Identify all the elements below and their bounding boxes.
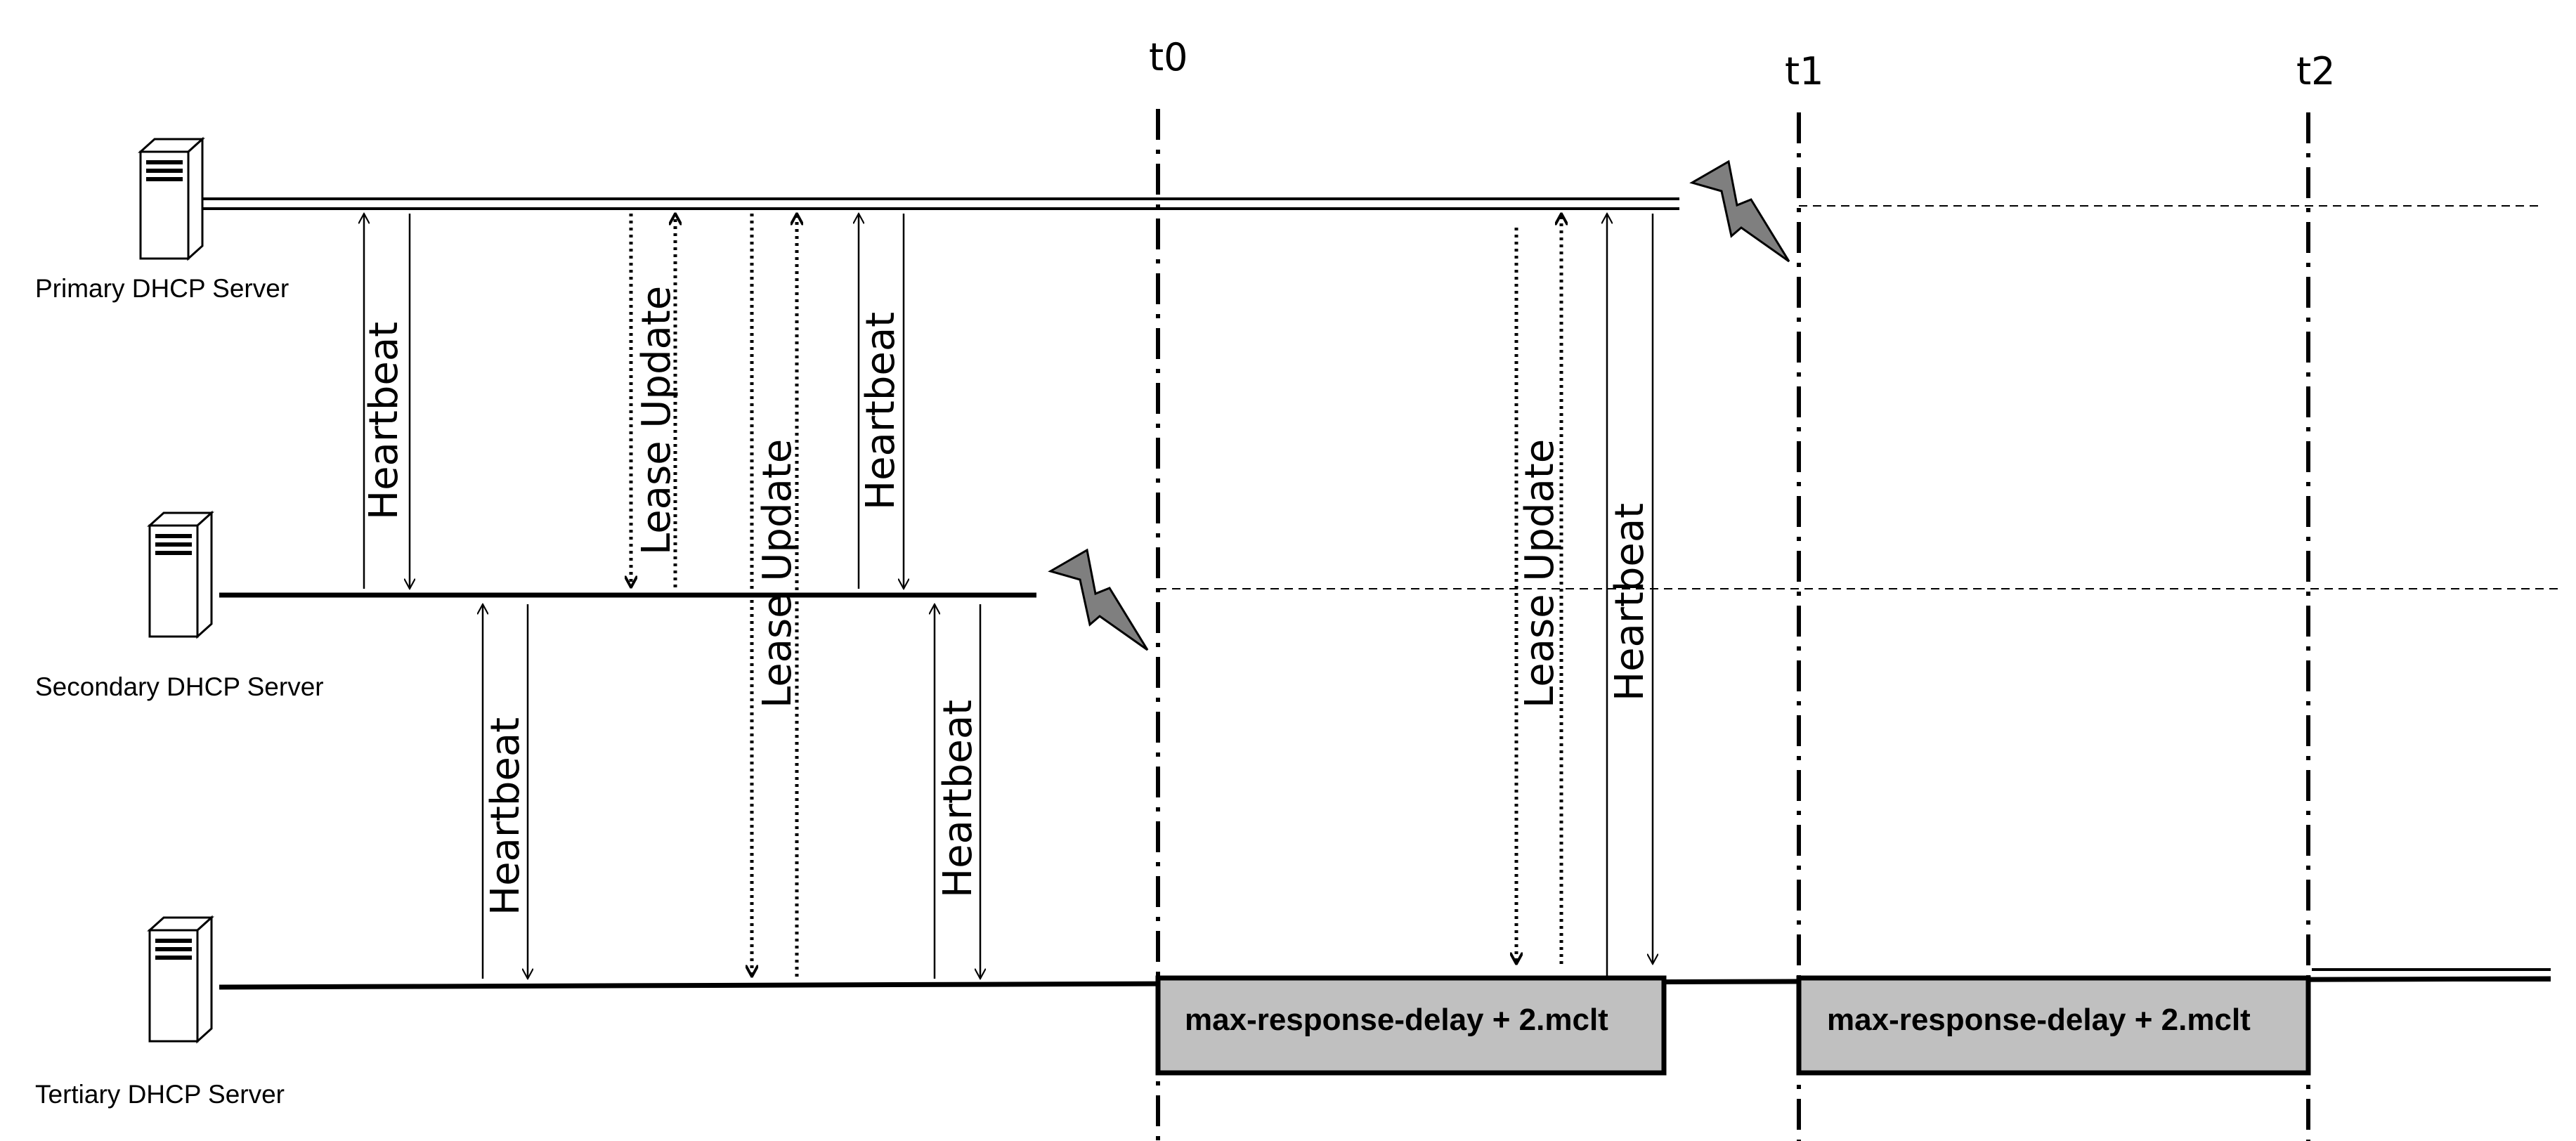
lease-update-primary-tertiary: Lease Update <box>752 214 800 977</box>
tertiary-server-label: Tertiary DHCP Server <box>35 1080 285 1109</box>
lightning-icon <box>1689 159 1790 263</box>
primary-lifeline <box>202 197 1679 210</box>
time-label-t2: t2 <box>2296 49 2336 93</box>
time-marker-t0: t0 <box>1149 35 1188 1141</box>
server-icon <box>147 510 214 639</box>
time-marker-t2: t2 <box>2296 49 2336 1141</box>
secondary-server: Secondary DHCP Server <box>35 510 324 701</box>
message-label: Heartbeat <box>858 312 904 510</box>
heartbeat-primary-secondary-1: Heartbeat <box>361 214 410 589</box>
message-label: Heartbeat <box>935 700 981 898</box>
server-icon <box>147 915 214 1044</box>
secondary-server-label: Secondary DHCP Server <box>35 672 324 701</box>
time-marker-t1: t1 <box>1785 49 1824 1141</box>
lease-update-primary-secondary: Lease Update <box>631 214 679 587</box>
primary-server: Primary DHCP Server <box>35 136 289 303</box>
timer-box-1: max-response-delay + 2.mclt <box>1155 975 1667 1076</box>
message-label: Heartbeat <box>361 322 407 520</box>
primary-server-label: Primary DHCP Server <box>35 274 289 303</box>
timer-box-2: max-response-delay + 2.mclt <box>1796 975 2311 1076</box>
heartbeat-secondary-tertiary-1: Heartbeat <box>483 604 528 979</box>
message-label: Lease Update <box>1517 439 1563 708</box>
message-label: Lease Update <box>755 439 800 708</box>
heartbeat-primary-secondary-2: Heartbeat <box>858 214 904 589</box>
lightning-icon <box>1048 548 1149 651</box>
message-label: Heartbeat <box>1607 503 1653 701</box>
lease-update-primary-tertiary-2: Lease Update <box>1516 214 1563 964</box>
heartbeat-primary-tertiary: Heartbeat <box>1607 214 1653 979</box>
timer-label-1: max-response-delay + 2.mclt <box>1185 1003 1608 1037</box>
time-label-t0: t0 <box>1149 35 1188 79</box>
timer-label-2: max-response-delay + 2.mclt <box>1827 1003 2251 1037</box>
time-label-t1: t1 <box>1785 49 1824 93</box>
server-icon <box>138 136 205 261</box>
tertiary-server: Tertiary DHCP Server <box>35 915 285 1109</box>
message-label: Heartbeat <box>483 717 528 915</box>
message-label: Lease Update <box>634 286 679 555</box>
heartbeat-secondary-tertiary-2: Heartbeat <box>935 604 981 979</box>
